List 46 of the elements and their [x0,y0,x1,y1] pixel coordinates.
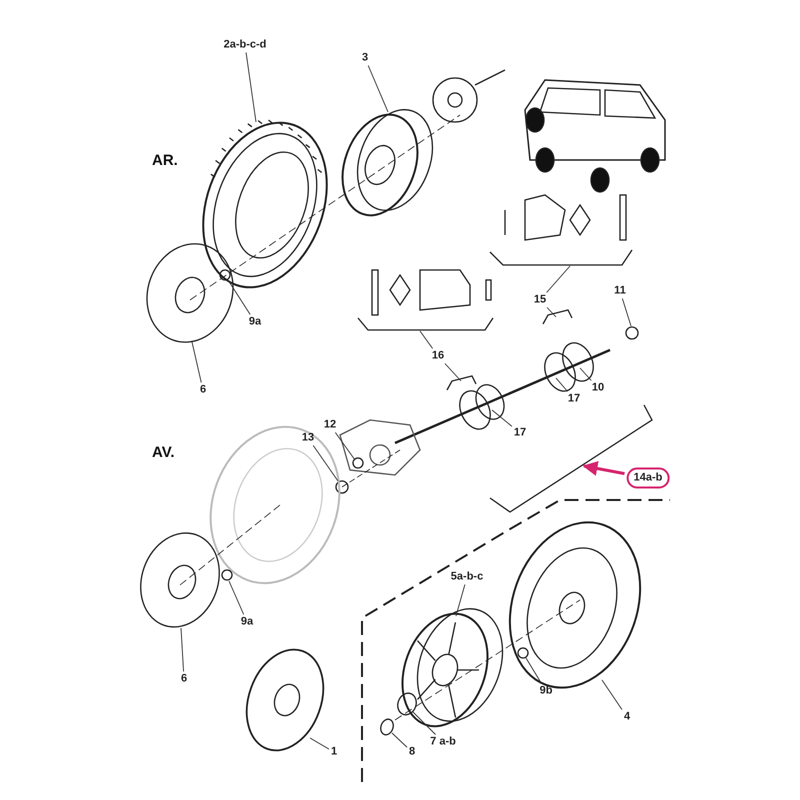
leader-line [412,710,436,735]
leader-line [310,738,330,750]
leader-line [420,330,434,349]
leader-line [526,658,542,684]
leader-line [602,680,622,710]
callout-badge: 14a-b [626,468,670,488]
leader-line [312,445,338,482]
leader-line [180,628,184,672]
callout-number: 2a-b-c-d [224,40,266,50]
leader-line [546,266,570,293]
leader-line [556,378,568,392]
callout-number: 8 [408,746,416,758]
leader-line [334,432,356,460]
leader-line [444,363,462,382]
leader-line [228,580,244,615]
callout-number: 11 [614,286,626,296]
callout-number: 9a [240,616,254,628]
leader-line [392,732,408,748]
callout-number: 6 [200,384,206,396]
callout-number: 16 [432,350,444,362]
callout-number: 9a [248,316,262,328]
callout-number: 1 [330,746,338,758]
leader-line [246,52,256,122]
leader-line [492,410,512,427]
callout-number: 12 [324,420,336,430]
callout-number: 10 [592,382,604,394]
leader-line [192,342,202,383]
callout-number: 5a-b-c [450,572,484,582]
leader-line [580,368,592,381]
callout-number: 17 [568,394,580,404]
callout-number: 7 a-b [430,736,456,748]
leader-line [546,307,556,318]
callout-number: 3 [362,52,368,64]
leader-line [456,584,466,616]
callout-number: 6 [180,674,188,684]
leader-line [368,65,388,112]
leader-line [228,280,251,315]
callout-number: 15 [534,294,546,306]
callout-number: 17 [514,428,526,438]
view-heading: AR. [152,152,178,169]
callout-number: 4 [624,712,630,722]
callout-number: 9b [540,686,552,696]
leader-line [622,298,632,326]
view-heading: AV. [152,444,175,461]
callout-number: 13 [302,432,314,444]
leader-line [582,461,625,476]
